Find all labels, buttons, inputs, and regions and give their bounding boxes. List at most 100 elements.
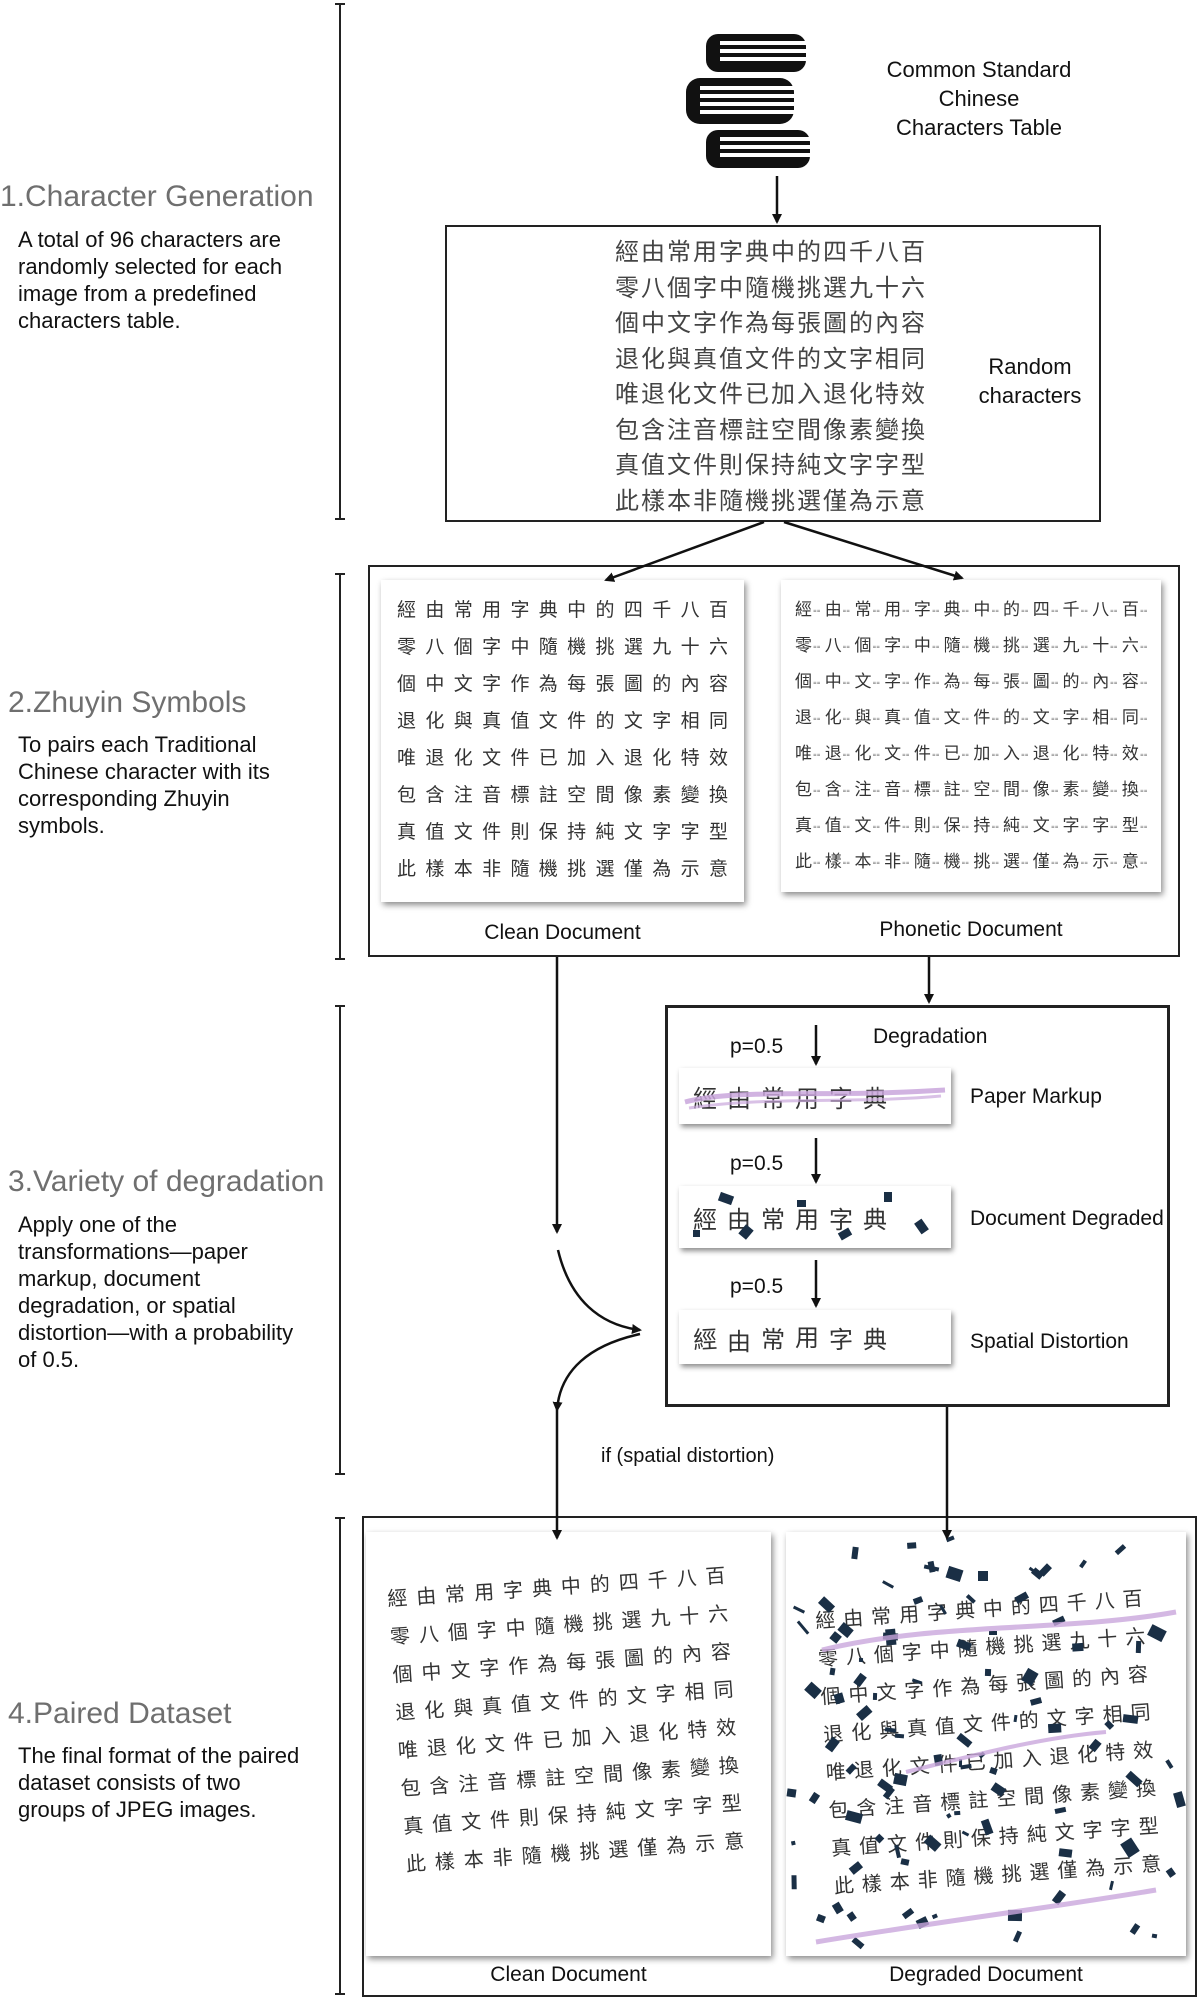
- zhuyin-mark: ¦¦: [1080, 788, 1089, 792]
- grid-char: 變: [680, 784, 700, 806]
- grid-row: 退¦¦化¦¦與¦¦真¦¦值¦¦文¦¦件¦¦的¦¦文¦¦字¦¦相¦¦同¦¦: [795, 700, 1148, 736]
- document-degraded-label: Document Degraded: [970, 1207, 1164, 1230]
- section-desc-zhuyin-symbols: To pairs each Traditional Chinese charac…: [18, 732, 270, 838]
- grid-char: 字¦¦: [1092, 816, 1119, 836]
- grid-char: 值: [510, 710, 530, 732]
- grid-char: 持¦¦: [973, 816, 1000, 836]
- zhuyin-mark: ¦¦: [1050, 824, 1059, 828]
- grid-row: 個中文字作為每張圖的內容: [397, 666, 728, 703]
- zhuyin-mark: ¦¦: [813, 608, 821, 612]
- grid-char: 像¦¦: [1032, 780, 1059, 800]
- grid-char: 個¦¦: [795, 672, 821, 692]
- grid-char: 八¦¦: [824, 636, 851, 656]
- zhuyin-mark: ¦¦: [842, 824, 851, 828]
- grid-char: 中: [425, 673, 445, 695]
- grid-char: 相: [680, 710, 700, 732]
- grid-char: 零: [397, 636, 417, 658]
- zhuyin-mark: ¦¦: [991, 716, 1000, 720]
- zhuyin-mark: ¦¦: [991, 752, 1000, 756]
- grid-char: 持: [567, 821, 587, 843]
- grid-char: 典: [538, 599, 558, 621]
- grid-char: 註: [538, 784, 558, 806]
- books-icon: [686, 34, 816, 169]
- grid-char: 真¦¦: [795, 816, 821, 836]
- strip-char: 常: [761, 1205, 785, 1234]
- grid-char: 唯: [397, 747, 417, 769]
- zhuyin-mark: ¦¦: [1080, 716, 1089, 720]
- strip-char: 典: [863, 1325, 887, 1354]
- grid-char: 音¦¦: [884, 780, 911, 800]
- grid-char: 退: [425, 747, 445, 769]
- zhuyin-mark: ¦¦: [842, 608, 851, 612]
- degradation-title: Degradation: [873, 1025, 988, 1048]
- zhuyin-mark: ¦¦: [1050, 644, 1059, 648]
- grid-char: 八: [425, 636, 445, 658]
- grid-char: 容¦¦: [1121, 672, 1148, 692]
- zhuyin-mark: ¦¦: [991, 788, 1000, 792]
- section-desc-character-generation: A total of 96 characters are randomly se…: [18, 227, 283, 333]
- ink-blot-layer: [786, 1532, 1186, 1956]
- arrow-merge-bottom: [552, 1332, 641, 1412]
- zhuyin-mark: ¦¦: [1110, 680, 1119, 684]
- grid-char: 素¦¦: [1062, 780, 1089, 800]
- zhuyin-mark: ¦¦: [1021, 788, 1030, 792]
- spatial-distortion-strip: 經 由 常 用 字 典: [679, 1310, 951, 1364]
- grid-char: 同¦¦: [1121, 708, 1148, 728]
- zhuyin-mark: ¦¦: [842, 680, 851, 684]
- zhuyin-mark: ¦¦: [1021, 752, 1030, 756]
- section-bracket-1: [335, 3, 345, 520]
- section-title-paired-dataset: 4.Paired Dataset: [8, 1697, 232, 1730]
- grid-row: 退化與真值文件的文字相同: [397, 703, 728, 740]
- grid-char: 由: [425, 599, 445, 621]
- grid-char: 含: [425, 784, 445, 806]
- zhuyin-mark: ¦¦: [1050, 860, 1059, 864]
- zhuyin-mark: ¦¦: [961, 788, 970, 792]
- grid-char: 的¦¦: [1062, 672, 1089, 692]
- clean-document-paper: 經由常用字典中的四千八百零八個字中隨機挑選九十六個中文字作為每張圖的內容退化與真…: [381, 580, 744, 902]
- zhuyin-mark: ¦¦: [1139, 752, 1148, 756]
- spatial-distortion-condition-label: if (spatial distortion): [601, 1445, 775, 1467]
- grid-char: 真¦¦: [884, 708, 911, 728]
- grid-char: 張¦¦: [1003, 672, 1030, 692]
- final-degraded-document-paper: 經由常用字典中的四千八百零八個字中隨機挑選九十六個中文字作為每張圖的內容退化與真…: [786, 1532, 1186, 1956]
- grid-char: 為: [538, 673, 558, 695]
- grid-char: 非: [482, 858, 502, 880]
- grid-row: 零八個字中隨機挑選九十六: [397, 629, 728, 666]
- grid-char: 則: [510, 821, 530, 843]
- grid-char: 每¦¦: [973, 672, 1000, 692]
- spatial-distortion-label: Spatial Distortion: [970, 1330, 1129, 1353]
- grid-char: 常: [453, 599, 473, 621]
- phonetic-document-grid: 經¦¦由¦¦常¦¦用¦¦字¦¦典¦¦中¦¦的¦¦四¦¦千¦¦八¦¦百¦¦零¦¦八…: [795, 592, 1148, 880]
- random-characters-text: 經由常用字典中的四千八百 零八個字中隨機挑選九十六 個中文字作為每張圖的內容 退…: [615, 235, 927, 519]
- grid-char: 件¦¦: [913, 744, 940, 764]
- grid-char: 千: [652, 599, 672, 621]
- markup-stroke: [684, 1087, 946, 1110]
- grid-char: 內¦¦: [1092, 672, 1119, 692]
- strip-char: 經: [693, 1205, 717, 1234]
- grid-row: 真¦¦值¦¦文¦¦件¦¦則¦¦保¦¦持¦¦純¦¦文¦¦字¦¦字¦¦型¦¦: [795, 808, 1148, 844]
- strip-char: 常: [761, 1084, 785, 1113]
- zhuyin-mark: ¦¦: [1080, 608, 1089, 612]
- grid-char: 十: [680, 636, 700, 658]
- zhuyin-mark: ¦¦: [961, 716, 970, 720]
- grid-char: 經: [397, 599, 417, 621]
- grid-char: 化: [453, 747, 473, 769]
- section-title-character-generation: 1.Character Generation: [0, 180, 314, 213]
- grid-row: 經由常用字典中的四千八百: [397, 592, 728, 629]
- grid-char: 隨¦¦: [913, 852, 940, 872]
- zhuyin-mark: ¦¦: [931, 860, 940, 864]
- grid-char: 空: [567, 784, 587, 806]
- grid-char: 機: [567, 636, 587, 658]
- char-row: 唯退化文件已加入退化特效: [615, 380, 927, 408]
- grid-char: 典¦¦: [943, 600, 970, 620]
- grid-char: 僅¦¦: [1032, 852, 1059, 872]
- zhuyin-mark: ¦¦: [961, 608, 970, 612]
- grid-char: 選¦¦: [1032, 636, 1059, 656]
- zhuyin-mark: ¦¦: [961, 752, 970, 756]
- zhuyin-mark: ¦¦: [872, 752, 881, 756]
- document-degraded-strip: 經 由 常 用 字 典: [679, 1186, 951, 1248]
- grid-char: 入¦¦: [1003, 744, 1030, 764]
- grid-char: 中: [567, 599, 587, 621]
- char-row: 真值文件則保持純文字字型: [615, 451, 927, 479]
- zhuyin-mark: ¦¦: [1021, 824, 1030, 828]
